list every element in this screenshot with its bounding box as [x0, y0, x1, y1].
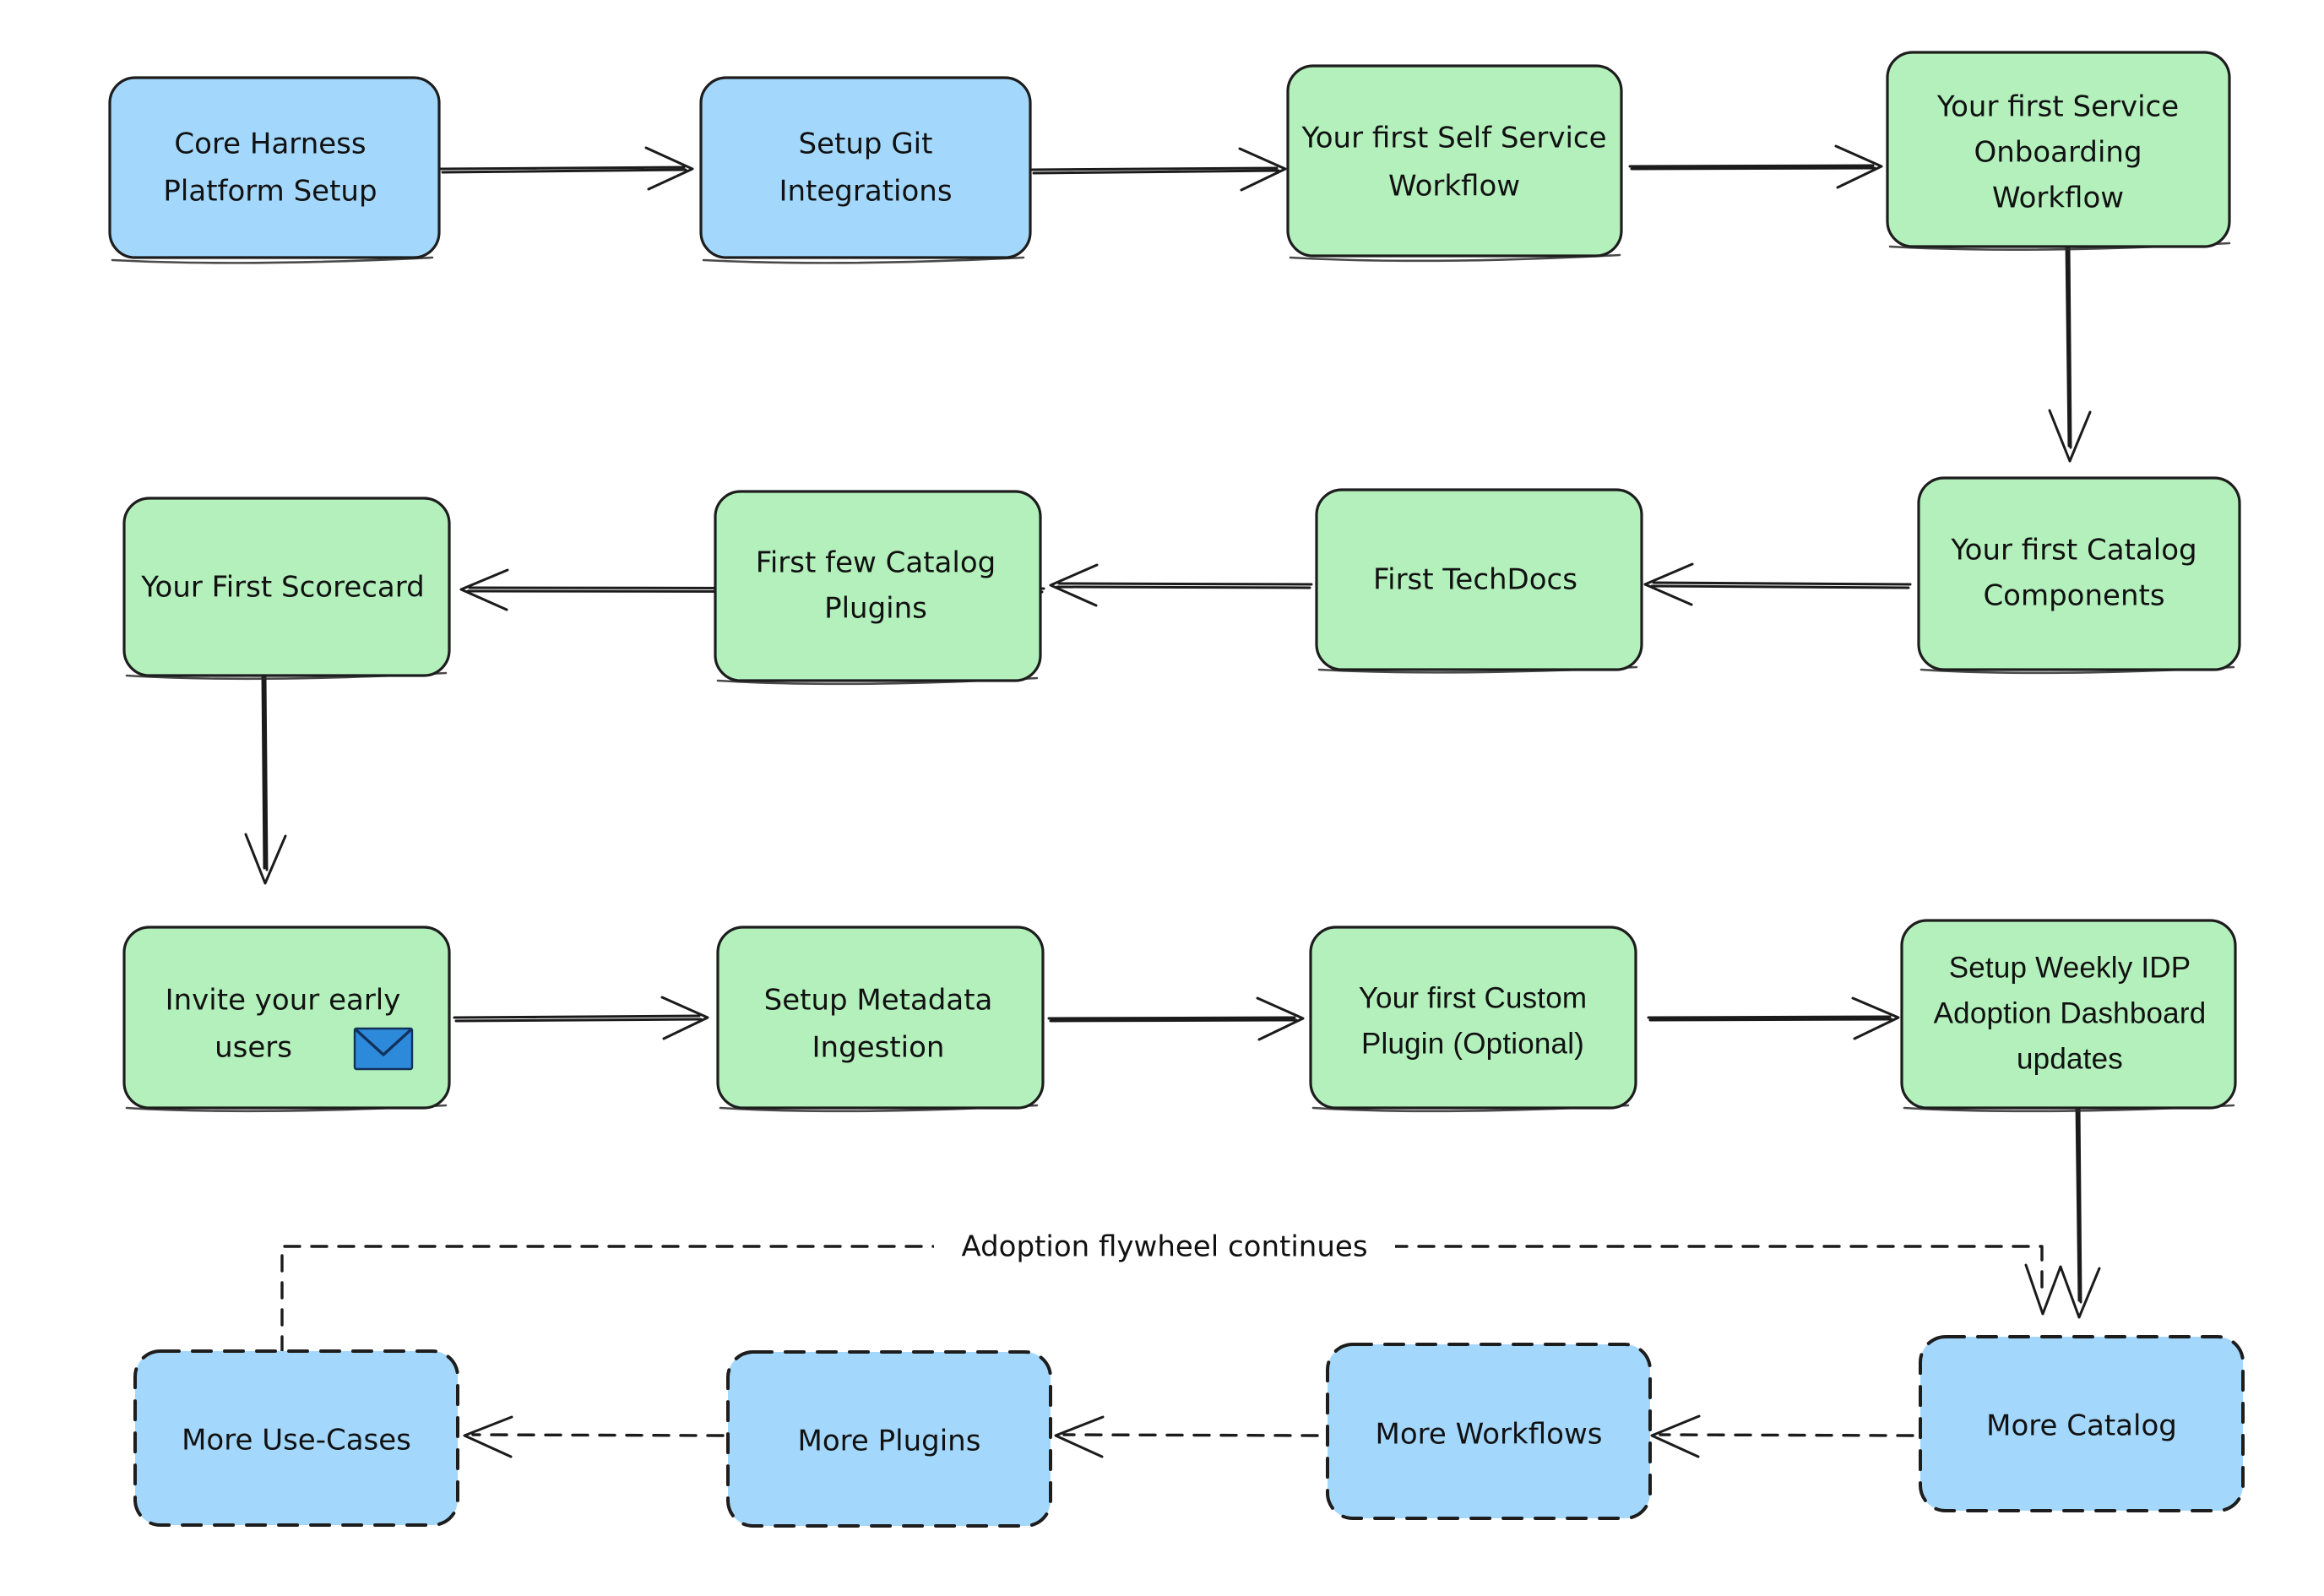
node-line: users [214, 1031, 292, 1065]
node-line: Plugin (Optional) [1361, 1027, 1584, 1060]
node-your-first-custom-plugin-optional[interactable]: Your first Custom Plugin (Optional) [1309, 926, 1637, 1113]
node-line: Onboarding [1974, 136, 2142, 170]
node-invite-your-early-users[interactable]: Invite your early users [122, 926, 451, 1113]
node-line: Workflow [1388, 170, 1520, 204]
edge-invite-users-to-metadata-ingestion [453, 996, 709, 1040]
node-shape[interactable] [714, 490, 1042, 682]
node-line: Core Harness [174, 128, 366, 161]
edge-scorecard-to-invite-users [244, 674, 287, 885]
node-line: Components [1983, 579, 2164, 613]
node-line: More Use-Cases [182, 1424, 411, 1458]
node-shape[interactable] [716, 926, 1045, 1110]
edge-more-workflows-to-more-plugins [1054, 1415, 1319, 1458]
node-line: Setup Weekly IDP [1949, 951, 2191, 984]
node-line: Your first Custom [1359, 981, 1588, 1014]
node-shape[interactable] [122, 497, 451, 677]
node-shape[interactable] [1326, 1343, 1652, 1520]
node-setup-weekly-idp-adoption-dashboard-updates[interactable]: Setup Weekly IDP Adoption Dashboard upda… [1900, 919, 2237, 1113]
node-your-first-scorecard[interactable]: Your First Scorecard [122, 497, 451, 681]
node-shape[interactable] [1919, 1335, 2245, 1512]
node-first-few-catalog-plugins[interactable]: First few Catalog Plugins [714, 490, 1042, 686]
node-more-plugins[interactable]: More Plugins [726, 1350, 1052, 1528]
node-line: More Catalog [1986, 1409, 2177, 1443]
node-line: updates [2017, 1042, 2123, 1075]
flywheel-label-backdrop [934, 1223, 1395, 1272]
node-shape[interactable] [108, 76, 441, 259]
node-your-first-catalog-components[interactable]: Your first Catalog Components [1917, 476, 2241, 675]
node-line: More Workflows [1376, 1418, 1603, 1452]
node-line: Integrations [779, 175, 952, 209]
node-shape[interactable] [122, 926, 451, 1110]
envelope-icon [353, 1027, 414, 1071]
adoption-flywheel-label: Adoption flywheel continues [961, 1230, 1367, 1264]
node-line: Workflow [1992, 182, 2124, 215]
node-shape[interactable] [1309, 926, 1637, 1110]
node-shape[interactable] [699, 76, 1032, 259]
node-core-harness-platform-setup[interactable]: Core Harness Platform Setup [108, 76, 441, 264]
edge-more-catalog-to-more-workflows [1650, 1414, 1914, 1458]
node-line: Your first Service [1936, 90, 2179, 124]
flywheel-label-group: Adoption flywheel continues [934, 1223, 1395, 1272]
node-first-techdocs[interactable]: First TechDocs [1315, 488, 1643, 674]
edge-core-harness-to-setup-git [439, 146, 694, 191]
node-your-first-service-onboarding-workflow[interactable]: Your first Service Onboarding Workflow [1886, 51, 2231, 251]
node-line: Your first Catalog [1950, 534, 2196, 567]
node-line: Setup Metadata [764, 984, 993, 1018]
node-line: Ingestion [812, 1031, 945, 1065]
node-line: First TechDocs [1373, 563, 1577, 597]
node-line: Adoption Dashboard [1934, 996, 2207, 1029]
node-line: More Plugins [798, 1425, 981, 1458]
edge-custom-plugin-to-weekly-dashboard [1647, 996, 1900, 1040]
node-setup-metadata-ingestion[interactable]: Setup Metadata Ingestion [716, 926, 1045, 1113]
edge-more-plugins-to-more-use-cases [463, 1415, 725, 1458]
node-line: First few Catalog [756, 546, 996, 580]
node-line: Plugins [824, 592, 927, 626]
edge-adoption-flywheel-loop [280, 1245, 2062, 1354]
edge-self-service-to-onboarding [1628, 144, 1883, 189]
node-setup-git-integrations[interactable]: Setup Git Integrations [699, 76, 1032, 264]
edge-onboarding-to-catalog-components [2048, 242, 2092, 463]
node-line: Your First Scorecard [140, 571, 424, 605]
node-shape[interactable] [1315, 488, 1643, 671]
edge-setup-git-to-self-service [1030, 147, 1287, 192]
node-line: Setup Git [799, 128, 933, 161]
node-shape[interactable] [133, 1349, 459, 1527]
edge-layer: Adoption flywheel continues [244, 144, 2101, 1458]
node-line: Your first Self Service [1300, 122, 1606, 155]
edge-weekly-dashboard-to-more-catalog [2059, 1102, 2101, 1319]
node-more-catalog[interactable]: More Catalog [1919, 1335, 2245, 1512]
edge-catalog-components-to-techdocs [1643, 562, 1912, 606]
node-more-workflows[interactable]: More Workflows [1326, 1343, 1652, 1520]
node-line: Platform Setup [163, 175, 377, 209]
node-shape[interactable] [1900, 919, 2237, 1110]
node-more-use-cases[interactable]: More Use-Cases [133, 1349, 459, 1527]
node-shape[interactable] [1917, 476, 2241, 671]
edge-metadata-ingestion-to-custom-plugin [1047, 996, 1305, 1041]
node-your-first-self-service-workflow[interactable]: Your first Self Service Workflow [1286, 64, 1623, 263]
node-shape[interactable] [1886, 51, 2231, 248]
node-shape[interactable] [726, 1350, 1052, 1528]
node-line: Invite your early [166, 984, 401, 1018]
node-shape[interactable] [1286, 64, 1623, 258]
edge-techdocs-to-catalog-plugins [1049, 563, 1313, 607]
